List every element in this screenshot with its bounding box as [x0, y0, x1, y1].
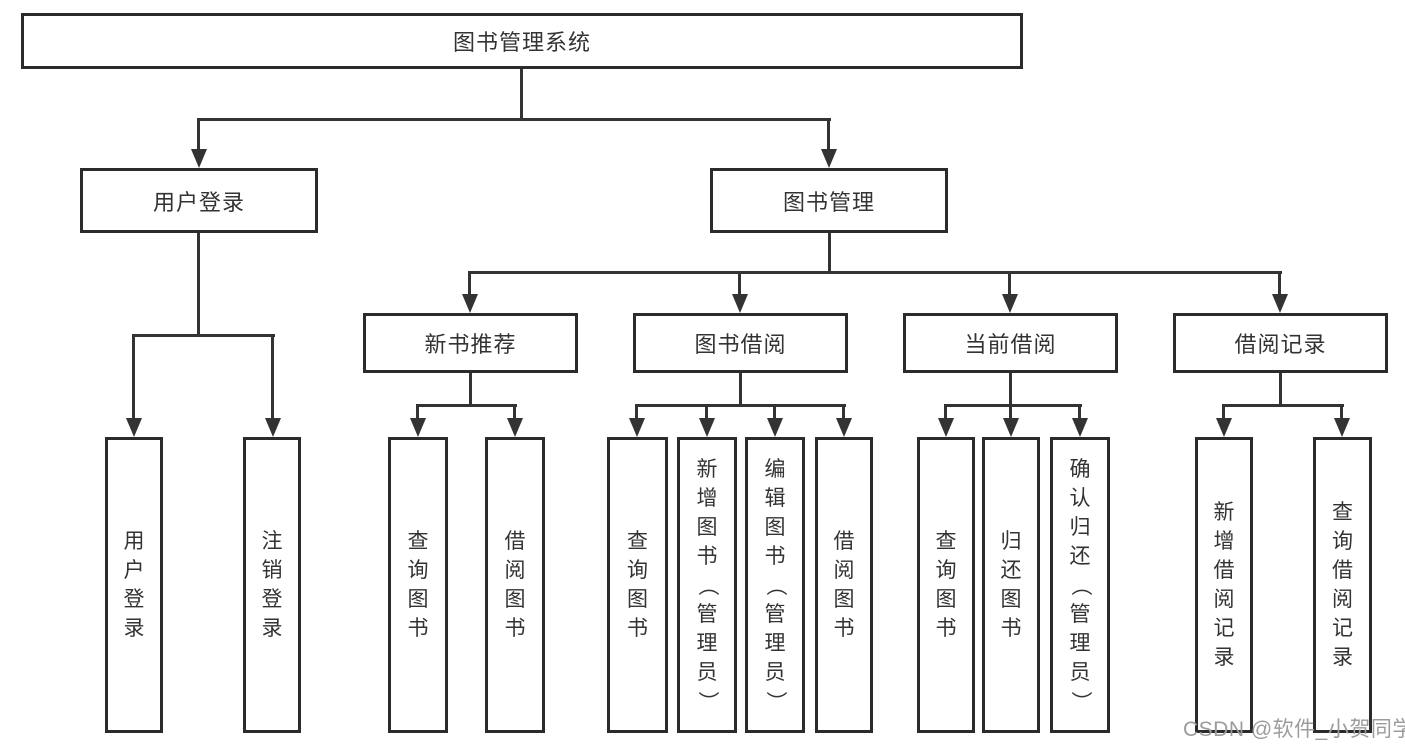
leaf-borrow-books-borrow: 借阅图书	[815, 437, 873, 733]
connector-line	[469, 373, 472, 407]
leaf-query-books-borrow-label: 查询图书	[627, 530, 648, 640]
node-book-borrowing: 图书借阅	[633, 313, 848, 373]
arrow-down-icon	[1001, 274, 1019, 313]
connector-line	[635, 404, 846, 407]
arrow-down-icon	[731, 274, 749, 313]
connector-line	[944, 404, 1082, 407]
node-current-borrowing: 当前借阅	[903, 313, 1118, 373]
connector-line	[1279, 373, 1282, 407]
node-current-borrowing-label: 当前借阅	[964, 332, 1057, 357]
arrow-down-icon	[1002, 407, 1020, 437]
connector-line	[132, 334, 275, 337]
leaf-borrow-books-recommend-label: 借阅图书	[504, 530, 526, 640]
arrow-down-icon	[937, 407, 955, 437]
watermark: CSDN @软件_小贺同学	[1183, 718, 1405, 741]
leaf-edit-book-admin-label: 编辑图书（管理员）	[763, 457, 787, 712]
leaf-confirm-return-admin: 确认归还（管理员）	[1050, 437, 1110, 733]
node-book-management: 图书管理	[710, 168, 948, 233]
node-user-login-label: 用户登录	[152, 189, 245, 215]
arrow-down-icon	[264, 337, 282, 437]
node-borrowing-records-label: 借阅记录	[1234, 332, 1327, 357]
leaf-query-books-current: 查询图书	[917, 437, 975, 733]
arrow-down-icon	[766, 407, 784, 437]
connector-line	[1222, 404, 1344, 407]
leaf-add-borrow-record-label: 新增借阅记录	[1213, 501, 1235, 669]
arrow-down-icon	[461, 274, 479, 313]
node-borrowing-records: 借阅记录	[1173, 313, 1388, 373]
arrow-down-icon	[1271, 274, 1289, 313]
node-user-login: 用户登录	[80, 168, 318, 233]
arrow-down-icon	[506, 407, 524, 437]
node-new-book-recommend-label: 新书推荐	[424, 332, 517, 357]
arrow-down-icon	[190, 121, 208, 168]
arrow-down-icon	[820, 121, 838, 168]
node-library-system-label: 图书管理系统	[452, 30, 591, 55]
connector-line	[197, 233, 200, 337]
connector-line	[520, 69, 523, 121]
leaf-confirm-return-admin-label: 确认归还（管理员）	[1068, 457, 1092, 712]
connector-line	[828, 233, 831, 274]
arrow-down-icon	[698, 407, 716, 437]
leaf-logout-label: 注销登录	[261, 530, 283, 640]
node-new-book-recommend: 新书推荐	[363, 313, 578, 373]
leaf-borrow-books-recommend: 借阅图书	[485, 437, 545, 733]
leaf-user-login-label: 用户登录	[123, 530, 145, 640]
arrow-down-icon	[409, 407, 427, 437]
leaf-add-borrow-record: 新增借阅记录	[1195, 437, 1253, 733]
arrow-down-icon	[835, 407, 853, 437]
leaf-borrow-books-borrow-label: 借阅图书	[833, 530, 855, 640]
leaf-add-book-admin-label: 新增图书（管理员）	[695, 457, 719, 712]
node-book-management-label: 图书管理	[782, 189, 875, 215]
node-book-borrowing-label: 图书借阅	[694, 332, 787, 357]
leaf-query-books-current-label: 查询图书	[935, 530, 957, 640]
leaf-return-books: 归还图书	[982, 437, 1040, 733]
arrow-down-icon	[628, 407, 646, 437]
leaf-query-books-recommend-label: 查询图书	[407, 530, 429, 640]
arrow-down-icon	[1215, 407, 1233, 437]
leaf-query-books-recommend: 查询图书	[388, 437, 448, 733]
connector-line	[197, 118, 831, 121]
leaf-user-login: 用户登录	[105, 437, 163, 733]
leaf-add-book-admin: 新增图书（管理员）	[677, 437, 737, 733]
connector-line	[1009, 373, 1012, 407]
connector-line	[739, 373, 742, 407]
connector-line	[468, 271, 1282, 274]
leaf-edit-book-admin: 编辑图书（管理员）	[745, 437, 805, 733]
arrow-down-icon	[125, 337, 143, 437]
leaf-return-books-label: 归还图书	[1000, 530, 1022, 640]
leaf-query-books-borrow: 查询图书	[607, 437, 668, 733]
connector-line	[416, 404, 517, 407]
leaf-query-borrow-record-label: 查询借阅记录	[1332, 501, 1353, 669]
node-library-system: 图书管理系统	[21, 13, 1023, 69]
leaf-logout: 注销登录	[243, 437, 301, 733]
arrow-down-icon	[1071, 407, 1089, 437]
arrow-down-icon	[1333, 407, 1351, 437]
leaf-query-borrow-record: 查询借阅记录	[1313, 437, 1372, 733]
